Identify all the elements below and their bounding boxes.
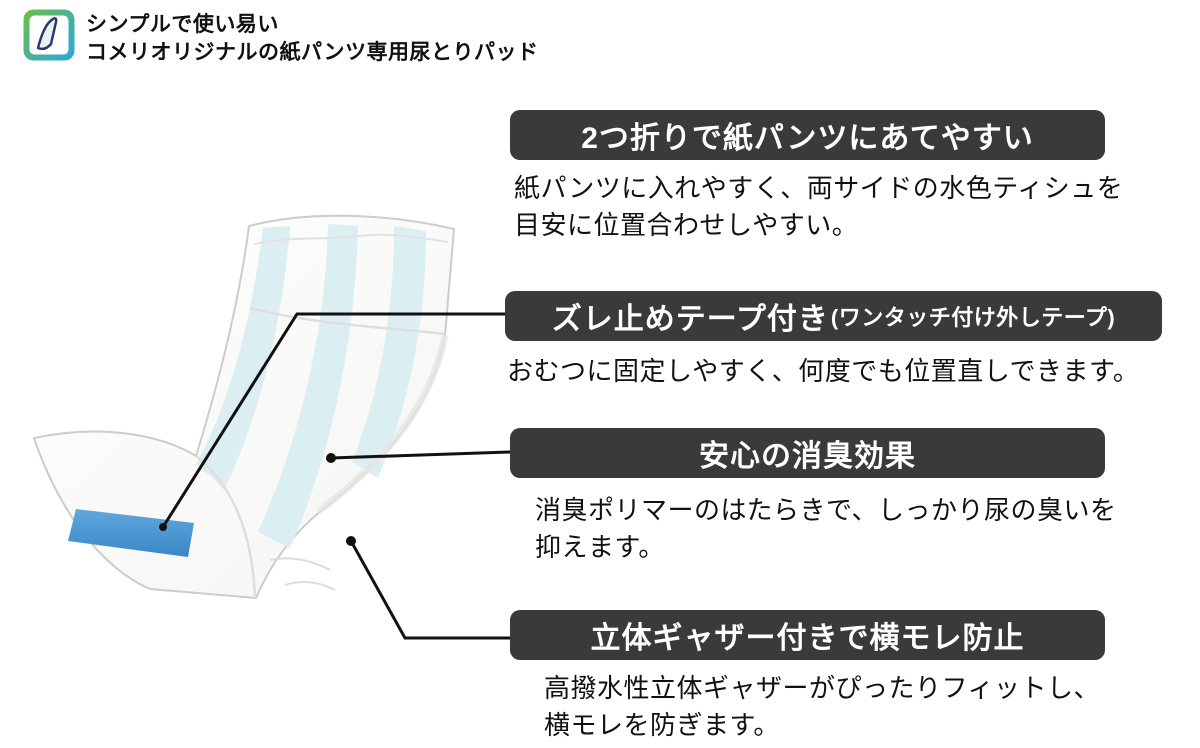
header-text: シンプルで使い易い コメリオリジナルの紙パンツ専用尿とりパッド xyxy=(86,8,539,66)
tissue-stripe-middle xyxy=(258,224,358,548)
feature-desc-deodorant: 消臭ポリマーのはたらきで、しっかり尿の臭いを 抑えます。 xyxy=(535,495,1117,562)
feature-banner-tape: ズレ止めテープ付き (ワンタッチ付け外しテープ) xyxy=(505,291,1162,341)
feature-desc-folding: 紙パンツに入れやすく、両サイドの水色ティシュを 目安に位置合わせしやすい。 xyxy=(514,173,1124,240)
callout-lines xyxy=(161,312,511,640)
feature-banner-folding: 2つ折りで紙パンツにあてやすい xyxy=(510,110,1105,160)
callout-dot-deodorant xyxy=(326,453,336,463)
callout-line-deodorant xyxy=(330,450,511,460)
header-line-2: コメリオリジナルの紙パンツ専用尿とりパッド xyxy=(86,40,539,64)
feature-title-deodorant: 安心の消臭効果 xyxy=(699,440,916,473)
feature-title-gather: 立体ギャザー付きで横モレ防止 xyxy=(590,622,1025,655)
pad-logo-icon-svg xyxy=(23,9,75,61)
feature-title-folding: 2つ折りで紙パンツにあてやすい xyxy=(581,122,1034,155)
feature-title-tape: ズレ止めテープ付き xyxy=(551,303,829,336)
header-line-1: シンプルで使い易い xyxy=(86,13,279,36)
callout-dots xyxy=(159,453,356,546)
pad-image xyxy=(33,214,455,599)
feature-title-tape-note: (ワンタッチ付け外しテープ) xyxy=(830,305,1116,330)
callout-dot-gather xyxy=(346,536,356,546)
callout-dot-tape xyxy=(159,523,167,531)
feature-desc-tape: おむつに固定しやすく、何度でも位置直しできます。 xyxy=(507,356,1140,386)
callout-line-gather xyxy=(349,540,510,640)
tissue-stripe-left xyxy=(196,226,290,490)
feature-banner-deodorant: 安心の消臭効果 xyxy=(510,428,1105,478)
feature-desc-gather: 高撥水性立体ギャザーがぴったりフィットし、 横モレを防ぎます。 xyxy=(544,673,1100,740)
callout-line-tape xyxy=(161,312,510,528)
feature-banner-gather: 立体ギャザー付きで横モレ防止 xyxy=(510,610,1105,660)
tissue-stripe-right xyxy=(352,226,426,478)
header: シンプルで使い易い コメリオリジナルの紙パンツ専用尿とりパッド xyxy=(22,8,539,66)
pad-logo-icon xyxy=(22,8,76,62)
fastening-tape xyxy=(68,509,194,557)
